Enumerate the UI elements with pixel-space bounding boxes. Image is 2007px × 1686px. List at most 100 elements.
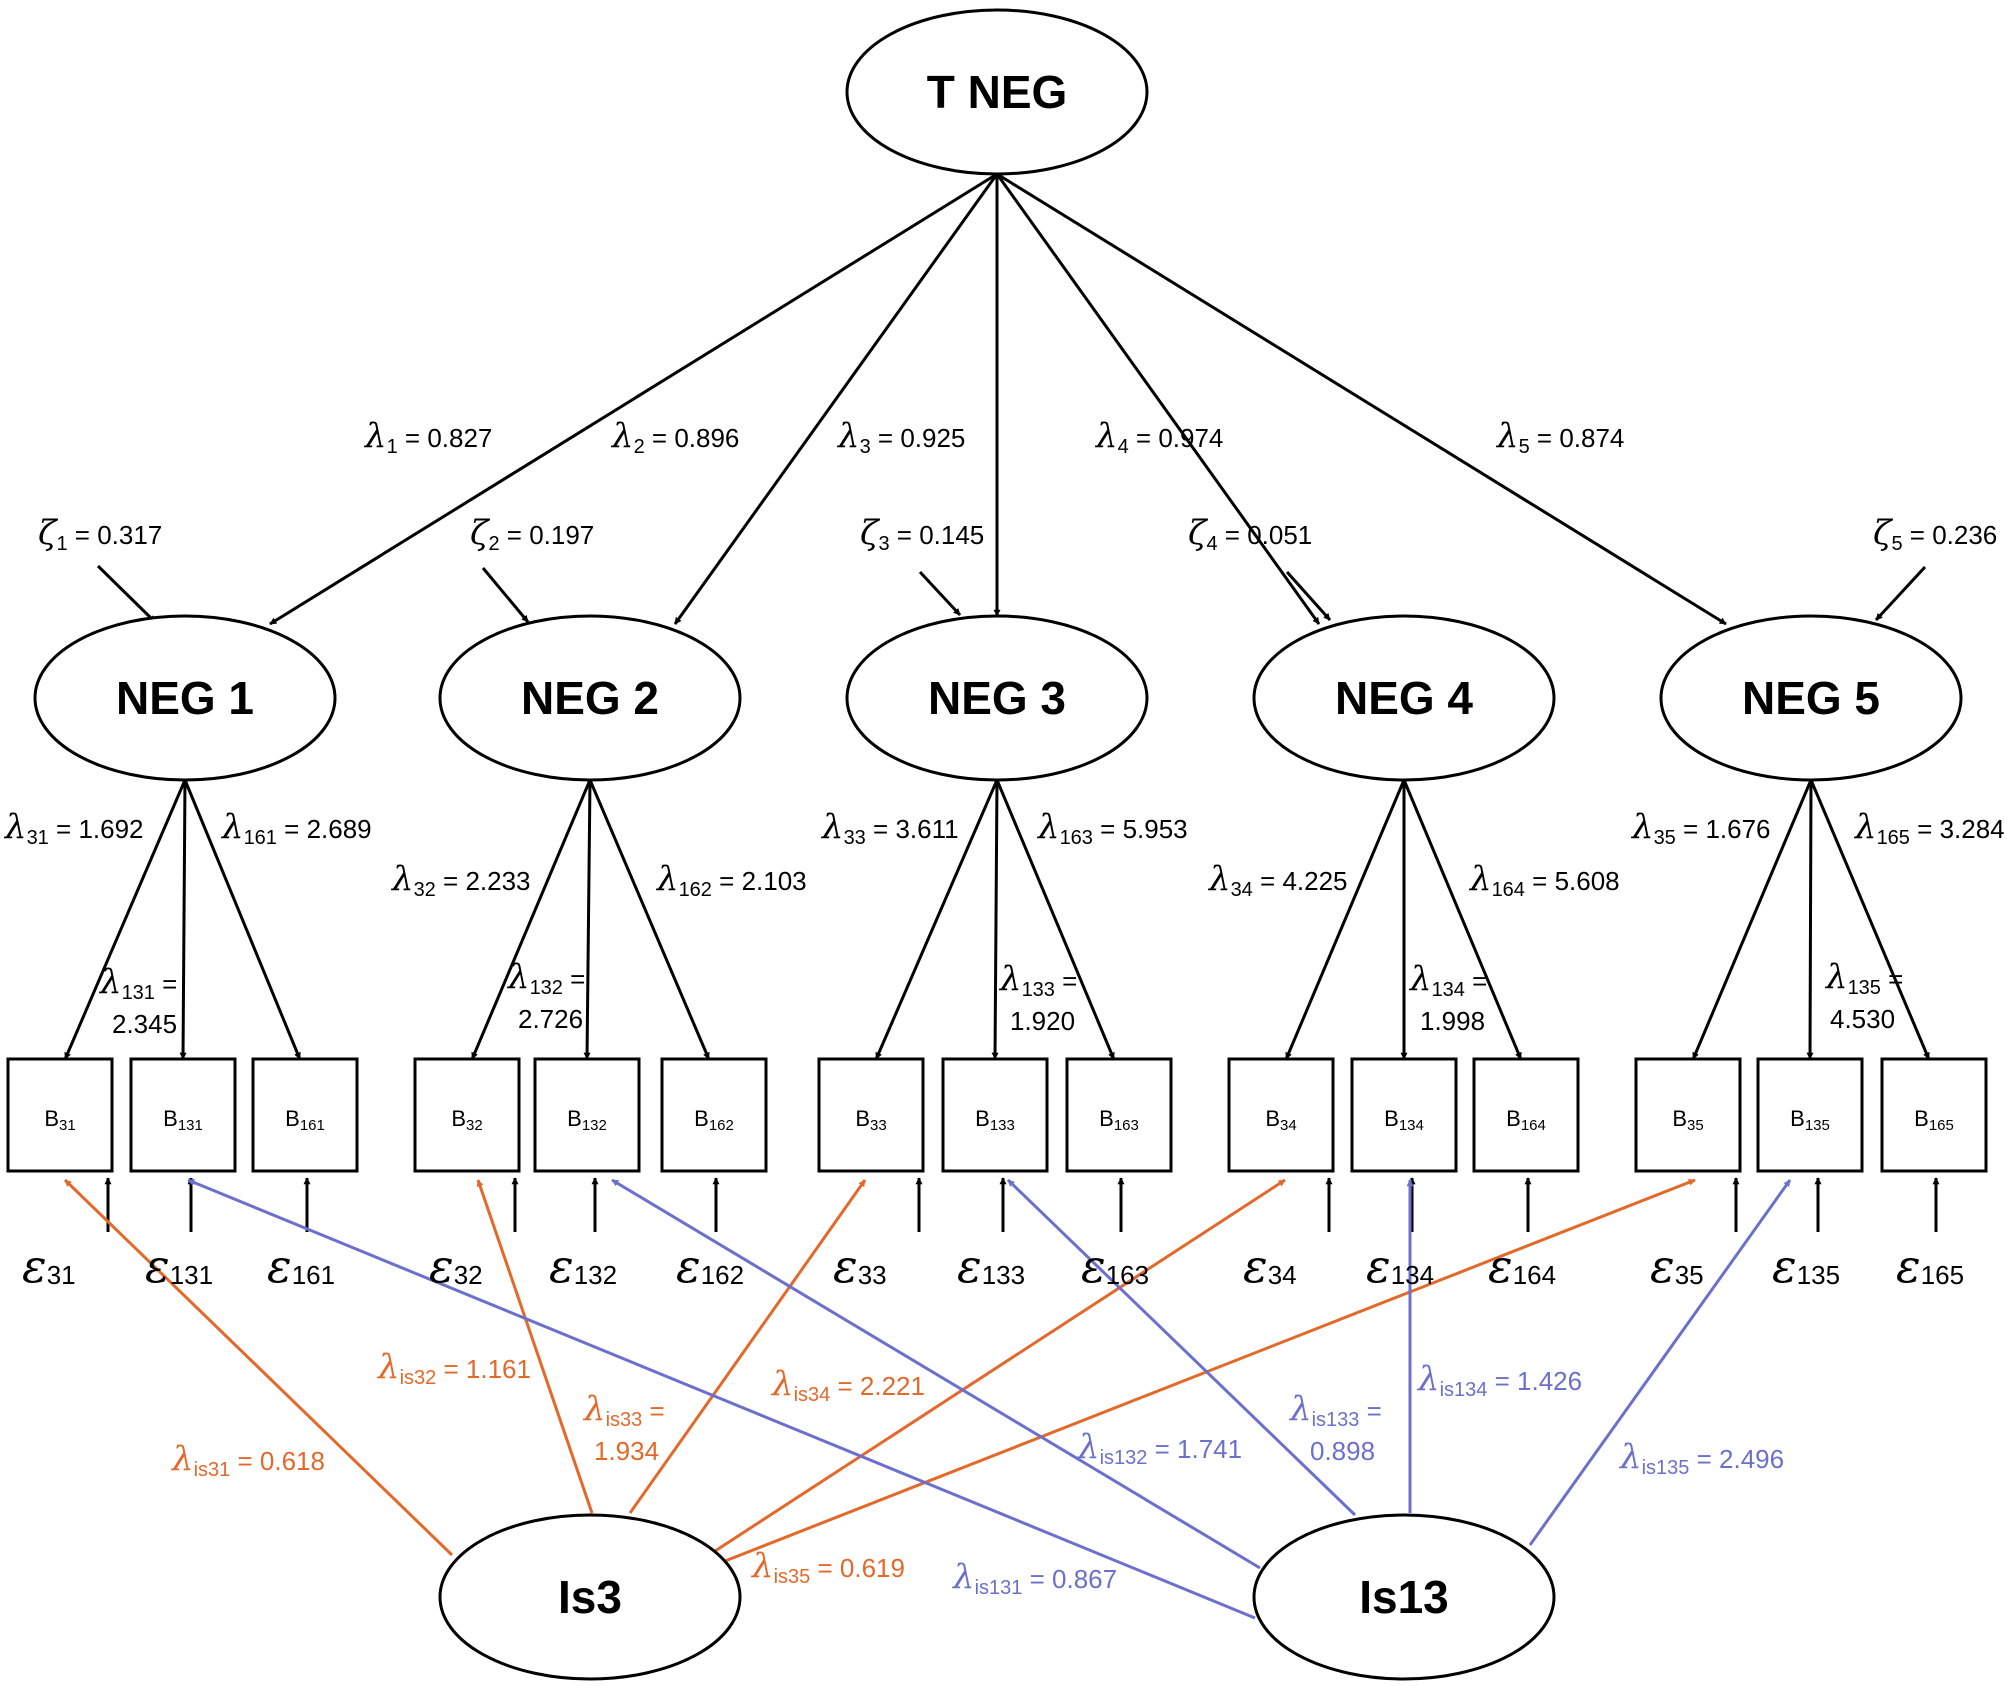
item-loading-arrow (588, 779, 711, 1060)
item-box (660, 1057, 768, 1173)
disturbance-arrow-2 (481, 567, 530, 623)
item-box (413, 1057, 521, 1173)
loading-arrow-5 (996, 172, 1727, 626)
item-loading-label: λ33 = 3.611 (820, 807, 959, 849)
item-box (129, 1057, 237, 1173)
item-label: B161 (285, 1106, 325, 1134)
item-loading-label: λ32 = 2.233 (390, 859, 531, 901)
item-loading-arrow (1691, 779, 1813, 1060)
residual-label: ε134 (1366, 1239, 1434, 1293)
residual-label: ε133 (957, 1239, 1025, 1293)
item-box (1065, 1057, 1173, 1173)
loading-label-5: λ5 = 0.874 (1495, 416, 1624, 458)
item-loading-label: λ132 = (506, 957, 585, 999)
residual-label: ε163 (1081, 1239, 1149, 1293)
item-label: B165 (1914, 1106, 1954, 1134)
item-loading-label-value: 2.345 (112, 1009, 177, 1039)
loading-label-2: λ2 = 0.896 (610, 416, 739, 458)
disturbance-label-5: ζ5 = 0.236 (1873, 513, 1997, 555)
is13-loading-label-5: λis135 = 2.496 (1618, 1437, 1784, 1479)
item-loading-arrow (183, 779, 302, 1060)
item-loading-arrow (991, 779, 999, 1060)
item-box (1472, 1057, 1580, 1173)
disturbance-label-2: ζ2 = 0.197 (470, 513, 594, 555)
item-loading-label: λ162 = 2.103 (655, 859, 807, 901)
residual-label: ε164 (1488, 1239, 1556, 1293)
item-loading-label: λ134 = (1408, 959, 1487, 1001)
residual-label: ε33 (833, 1239, 887, 1293)
item-loading-arrow (470, 779, 592, 1060)
item-loading-label-value: 1.920 (1010, 1006, 1075, 1036)
is3-arrow-1 (63, 1178, 454, 1557)
item-loading-label: λ163 = 5.953 (1036, 807, 1188, 849)
factor-t-neg (845, 8, 1149, 176)
item-loading-label: λ31 = 1.692 (3, 807, 144, 849)
factor-neg-1-label: NEG 1 (116, 672, 254, 724)
loading-label-3: λ3 = 0.925 (836, 416, 965, 458)
residual-label: ε135 (1772, 1239, 1840, 1293)
item-label: B164 (1506, 1106, 1546, 1134)
disturbance-label-3: ζ3 = 0.145 (860, 513, 984, 555)
is13-loading-label-3: λis133 = (1288, 1389, 1382, 1431)
is13-arrow-2 (611, 1178, 1261, 1570)
is3-loading-label-3: λis33 = (582, 1389, 665, 1431)
is3-arrow-4 (711, 1178, 1286, 1555)
item-label: B131 (163, 1106, 203, 1134)
residual-label: ε31 (22, 1239, 76, 1293)
is13-arrow-3 (1006, 1178, 1357, 1517)
residual-label: ε132 (549, 1239, 617, 1293)
loading-arrow-1 (269, 172, 998, 626)
item-loading-label: λ161 = 2.689 (220, 807, 372, 849)
is3-arrow-2 (476, 1179, 594, 1514)
is13-loading-label-1: λis131 = 0.867 (951, 1557, 1117, 1599)
nodes-layer (6, 8, 1988, 1681)
item-loading-label: λ131 = (98, 962, 177, 1004)
item-box (1227, 1057, 1335, 1173)
item-label: B33 (855, 1106, 886, 1134)
item-loading-arrow (874, 779, 999, 1060)
factor-neg-1 (33, 614, 337, 782)
is13-loading-label-2: λis132 = 1.741 (1076, 1427, 1242, 1469)
is13-arrow-5 (1528, 1179, 1792, 1546)
loading-label-4: λ4 = 0.974 (1094, 416, 1223, 458)
arrows-layer (63, 172, 1940, 1620)
residual-label: ε34 (1243, 1239, 1297, 1293)
factor-neg-2-label: NEG 2 (521, 672, 659, 724)
loading-arrow-2 (673, 173, 999, 625)
disturbance-arrow-5 (1874, 565, 1927, 622)
item-loading-label-value: 2.726 (518, 1004, 583, 1034)
residual-label: ε131 (145, 1239, 213, 1293)
is3-loading-label-5: λis35 = 0.619 (750, 1546, 905, 1588)
factor-neg-2 (438, 614, 742, 782)
item-loading-arrow (1284, 779, 1406, 1060)
is3-loading-label-4: λis34 = 2.221 (770, 1364, 925, 1406)
factor-neg-3 (845, 614, 1149, 782)
item-label: B133 (975, 1106, 1015, 1134)
residual-label: ε35 (1650, 1239, 1704, 1293)
is3-loading-label-2: λis32 = 1.161 (376, 1347, 531, 1389)
item-loading-label: λ133 = (998, 959, 1077, 1001)
item-box (941, 1057, 1049, 1173)
item-label: B34 (1265, 1106, 1296, 1134)
item-label: B35 (1672, 1106, 1703, 1134)
disturbance-arrow-3 (918, 570, 962, 617)
residual-label: ε162 (676, 1239, 744, 1293)
is3-loading-label-3-value: 1.934 (594, 1436, 659, 1466)
is13-loading-label-3-value: 0.898 (1310, 1436, 1375, 1466)
item-loading-arrow (995, 779, 1116, 1060)
item-box (1350, 1057, 1458, 1173)
specific-factor-is13 (1252, 1513, 1556, 1681)
factor-t-neg-label: T NEG (927, 66, 1068, 118)
item-loading-arrow (583, 779, 592, 1060)
is3-arrow-3 (628, 1179, 867, 1514)
item-box (251, 1057, 359, 1173)
item-label: B162 (694, 1106, 734, 1134)
item-loading-label: λ135 = (1824, 957, 1903, 999)
is3-loading-label-1: λis31 = 0.618 (170, 1439, 325, 1481)
specific-factor-is13-label: Is13 (1359, 1571, 1449, 1623)
item-box (1634, 1057, 1742, 1173)
item-box (6, 1057, 114, 1173)
is13-loading-label-4: λis134 = 1.426 (1416, 1359, 1582, 1401)
item-label: B132 (567, 1106, 607, 1134)
